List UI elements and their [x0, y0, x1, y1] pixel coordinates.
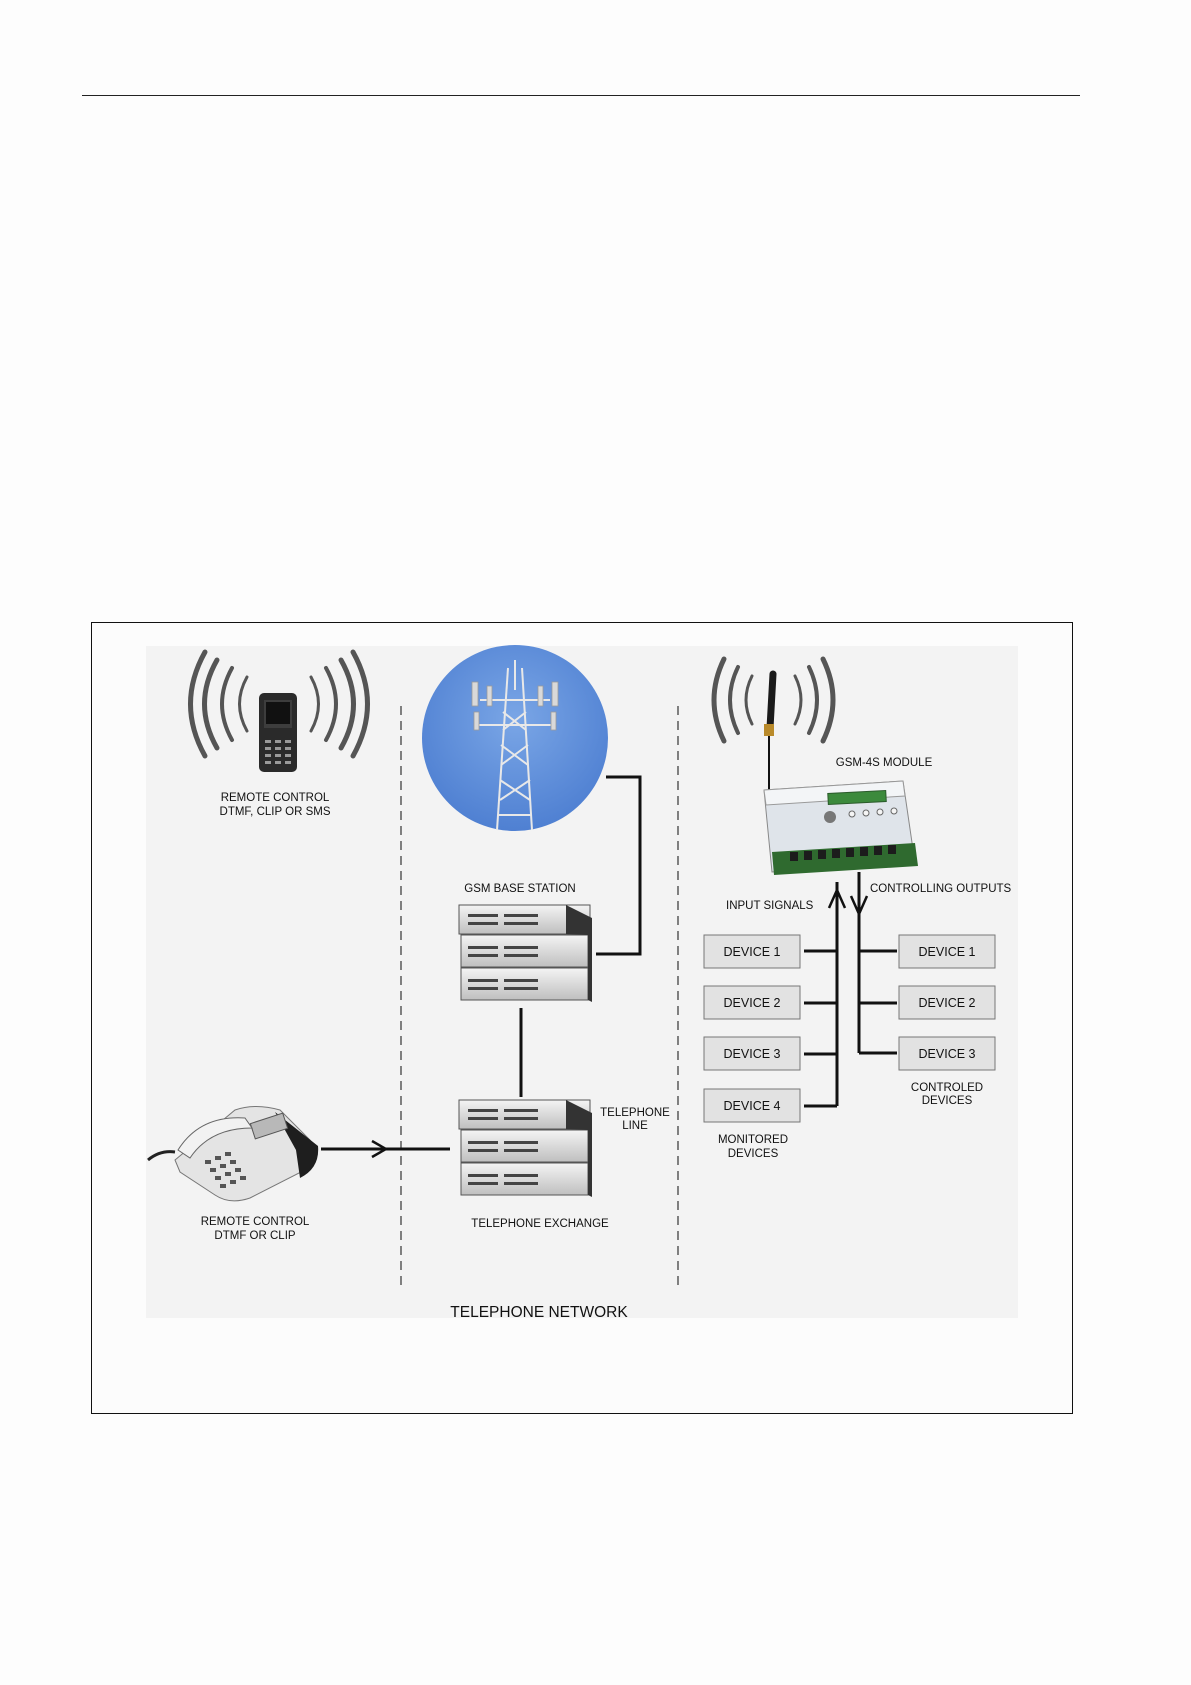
controlled-label-line2: DEVICES — [922, 1095, 973, 1107]
telephone-line-label-line2: LINE — [622, 1120, 648, 1132]
monitored-device-4-label: DEVICE 4 — [724, 1099, 781, 1113]
monitored-device-2: DEVICE 2 — [704, 986, 800, 1019]
telephone-line-label-line1: TELEPHONE — [600, 1107, 670, 1119]
network-label: TELEPHONE NETWORK — [450, 1304, 628, 1321]
mobile-label-line1: REMOTE CONTROL — [221, 792, 330, 804]
module-label: GSM-4S MODULE — [836, 757, 933, 769]
mobile-label-line2: DTMF, CLIP OR SMS — [220, 806, 331, 818]
monitored-label-line2: DEVICES — [728, 1148, 779, 1160]
controlled-device-2-label: DEVICE 2 — [919, 996, 976, 1010]
monitored-device-4: DEVICE 4 — [704, 1089, 800, 1122]
gsm-tower-icon — [422, 645, 608, 831]
monitored-device-1-label: DEVICE 1 — [724, 945, 781, 959]
controlled-device-1-label: DEVICE 1 — [919, 945, 976, 959]
controlled-device-1: DEVICE 1 — [899, 935, 995, 968]
controlled-device-3: DEVICE 3 — [899, 1037, 995, 1070]
monitored-device-3-label: DEVICE 3 — [724, 1047, 781, 1061]
monitored-label-line1: MONITORED — [718, 1134, 788, 1146]
monitored-device-2-label: DEVICE 2 — [724, 996, 781, 1010]
exchange-label: TELEPHONE EXCHANGE — [471, 1218, 609, 1230]
input-signals-label: INPUT SIGNALS — [726, 900, 814, 912]
controlled-device-2: DEVICE 2 — [899, 986, 995, 1019]
desk-phone-label-line2: DTMF OR CLIP — [214, 1230, 295, 1242]
telephone-exchange-rack-icon — [459, 1100, 592, 1197]
controlled-device-3-label: DEVICE 3 — [919, 1047, 976, 1061]
controlling-outputs-label: CONTROLLING OUTPUTS — [870, 883, 1012, 895]
controlled-label-line1: CONTROLED — [911, 1082, 983, 1094]
base-station-label: GSM BASE STATION — [464, 883, 575, 895]
monitored-device-1: DEVICE 1 — [704, 935, 800, 968]
base-station-rack-icon — [459, 905, 592, 1002]
gsm-module-board-icon — [764, 781, 918, 875]
monitored-device-3: DEVICE 3 — [704, 1037, 800, 1070]
desk-phone-label-line1: REMOTE CONTROL — [201, 1216, 310, 1228]
